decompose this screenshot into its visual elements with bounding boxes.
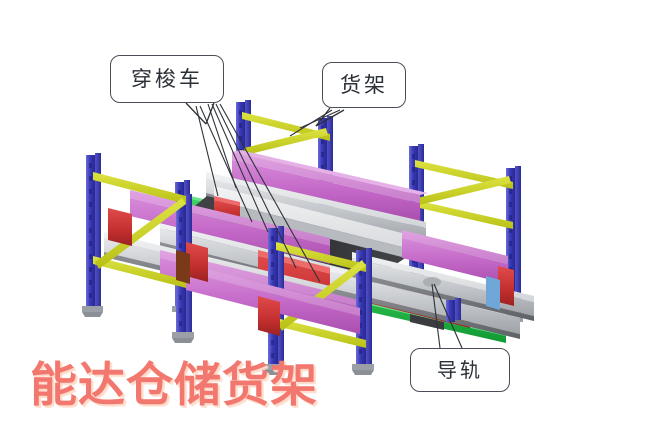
end-bracket [108,208,132,246]
pallet-beam [402,230,508,284]
callout-shuttle-car[interactable]: 穿梭车 [110,55,224,103]
callout-guide-rail-label: 导轨 [437,358,483,382]
end-bracket [486,266,514,310]
callout-rack[interactable]: 货架 [322,62,406,108]
rack-frame-near [82,153,374,375]
upright-column [352,248,374,375]
callout-guide-rail[interactable]: 导轨 [410,348,510,392]
brand-watermark: 能达仓储货架 [30,358,318,413]
callout-leader-lines [185,102,463,349]
end-bracket [258,296,280,336]
end-bracket [176,242,208,284]
callout-rack-label: 货架 [340,72,388,97]
diagonal-brace [415,160,513,229]
upright-column [446,298,461,322]
upright-column [82,153,103,317]
diagonal-brace [93,172,186,288]
callout-shuttle-car-label: 穿梭车 [131,66,203,91]
pallet-beam [232,150,428,221]
